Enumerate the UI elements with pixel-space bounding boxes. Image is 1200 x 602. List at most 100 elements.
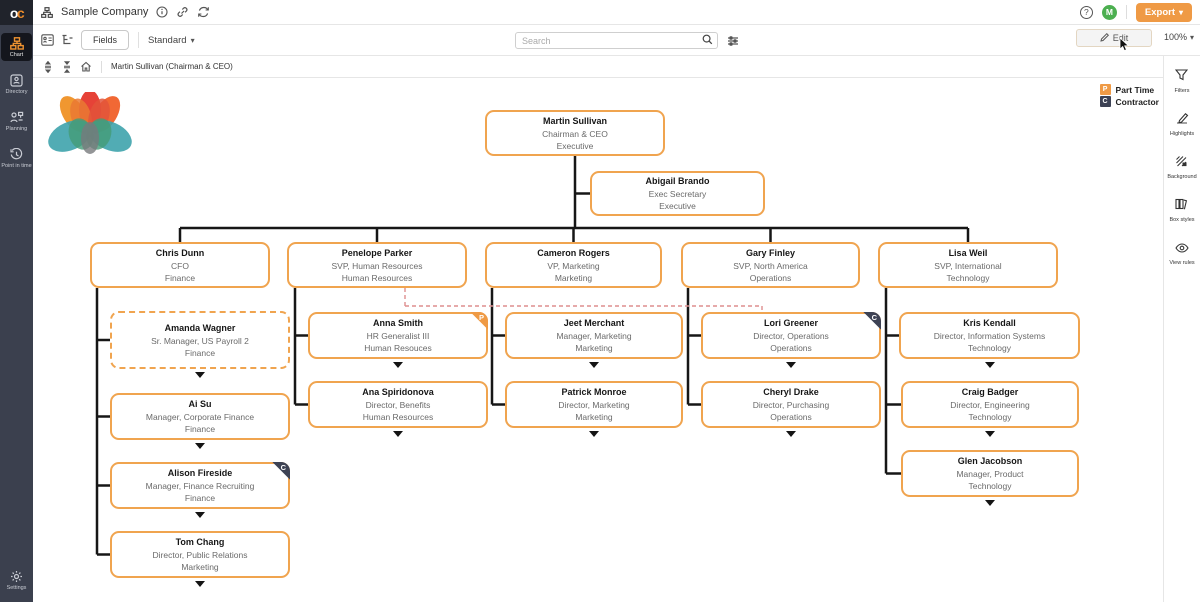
- node-name: Cameron Rogers: [537, 247, 610, 258]
- rail-item-highlights[interactable]: Highlights: [1170, 111, 1194, 137]
- node-name: Abigail Brando: [645, 176, 710, 186]
- lotus-logo: [48, 90, 132, 167]
- node-name: Chris Dunn: [155, 247, 205, 258]
- link-icon[interactable]: [176, 6, 189, 18]
- filter-sliders-icon[interactable]: [727, 34, 739, 52]
- expand-children-toggle[interactable]: [195, 443, 205, 449]
- export-button[interactable]: Export: [1135, 2, 1192, 22]
- sidebar-nav: Chart Directory Planning Point in time: [0, 33, 33, 172]
- collapse-all-icon[interactable]: [61, 60, 73, 73]
- sidebar-item-planning[interactable]: Planning: [1, 107, 32, 135]
- contractor-badge-icon: C: [863, 312, 881, 330]
- node-department: Human Resouces: [364, 343, 432, 353]
- tree-view-icon[interactable]: [61, 34, 74, 46]
- node-title: Director, Benefits: [365, 400, 431, 410]
- home-icon[interactable]: [80, 61, 92, 72]
- refresh-icon[interactable]: [197, 6, 210, 18]
- node-name: Lori Greener: [763, 318, 819, 328]
- part-time-badge-icon: P: [470, 312, 488, 330]
- rail-item-view-rules[interactable]: View rules: [1169, 240, 1195, 266]
- help-icon[interactable]: ?: [1079, 5, 1093, 19]
- edit-button[interactable]: Edit: [1076, 29, 1152, 47]
- view-selector[interactable]: Standard: [148, 35, 195, 46]
- expand-children-toggle[interactable]: [786, 431, 796, 437]
- expand-children-toggle[interactable]: [985, 431, 995, 437]
- search-input[interactable]: [522, 35, 702, 46]
- part-time-badge-icon: P: [1099, 84, 1111, 95]
- rail-item-box-styles[interactable]: Box styles: [1169, 197, 1195, 223]
- sidebar-item-settings[interactable]: Settings: [1, 566, 32, 594]
- info-icon[interactable]: [156, 6, 168, 18]
- chevron-down-icon: [1179, 7, 1183, 18]
- fields-button[interactable]: Fields: [81, 30, 130, 50]
- sidebar-item-label: Chart: [9, 52, 24, 58]
- expand-children-toggle[interactable]: [195, 581, 205, 587]
- expand-children-toggle[interactable]: [589, 362, 599, 368]
- search-icon[interactable]: [702, 32, 713, 50]
- node-name: Craig Badger: [961, 387, 1019, 397]
- sidebar-item-chart[interactable]: Chart: [1, 33, 32, 61]
- node-department: Executive: [659, 201, 696, 211]
- node-department: Technology: [968, 412, 1012, 422]
- node-name: Kris Kendall: [963, 318, 1016, 328]
- node-title: Manager, Marketing: [556, 331, 632, 341]
- sidebar-item-label: Point in time: [1, 163, 32, 169]
- expand-all-icon[interactable]: [42, 60, 54, 73]
- rail-item-filters[interactable]: Filters: [1175, 68, 1189, 94]
- zoom-selector[interactable]: 100%: [1164, 32, 1194, 42]
- avatar[interactable]: M: [1101, 4, 1117, 20]
- node-department: Operations: [770, 412, 812, 422]
- legend-row-part-time: P Part Time: [1099, 84, 1159, 95]
- company-name: Sample Company: [61, 6, 149, 18]
- expand-children-toggle[interactable]: [195, 512, 205, 518]
- org-node[interactable]: Anna Smith HR Generalist III Human Resouce…: [308, 312, 488, 359]
- expand-children-toggle[interactable]: [984, 362, 995, 368]
- node-title: Manager, Product: [956, 469, 1024, 479]
- expand-children-toggle[interactable]: [786, 362, 796, 368]
- expand-children-toggle[interactable]: [195, 372, 205, 378]
- node-department: Technology: [968, 481, 1012, 491]
- rail-item-background[interactable]: Background: [1167, 154, 1197, 180]
- expand-children-toggle[interactable]: [393, 431, 403, 437]
- node-department: Marketing: [181, 562, 219, 572]
- node-department: Operations: [770, 343, 812, 353]
- sidebar-item-directory[interactable]: Directory: [1, 70, 32, 98]
- node-title: HR Generalist III: [366, 331, 430, 341]
- node-name: Anna Smith: [372, 318, 423, 328]
- chevron-down-icon: [1190, 32, 1194, 42]
- expand-children-toggle[interactable]: [985, 500, 995, 506]
- breadcrumb-divider: [101, 60, 102, 73]
- breadcrumb-path: Martin Sullivan (Chairman & CEO): [111, 62, 233, 71]
- legend-label: Contractor: [1115, 96, 1159, 107]
- node-name: Ai Su: [188, 399, 212, 409]
- texture-icon: [1175, 154, 1188, 172]
- breadcrumb-bar: Martin Sullivan (Chairman & CEO): [33, 56, 1163, 78]
- card-view-icon[interactable]: [41, 34, 54, 46]
- expand-children-toggle[interactable]: [589, 431, 599, 437]
- node-title: SVP, North America: [733, 260, 808, 271]
- sidebar-item-label: Planning: [5, 126, 28, 132]
- expand-children-toggle[interactable]: [393, 362, 403, 368]
- sidebar-item-point-in-time[interactable]: Point in time: [1, 144, 32, 172]
- node-department: Executive: [556, 140, 594, 151]
